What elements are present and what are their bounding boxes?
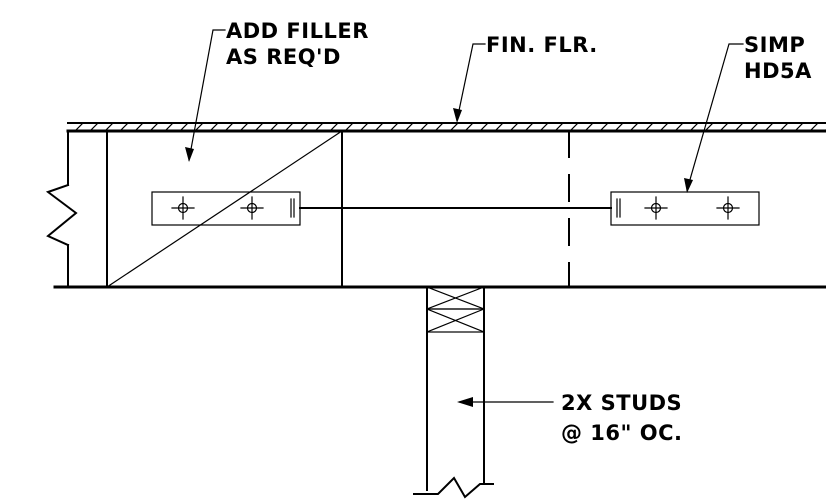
bolt-icon (171, 196, 195, 220)
hatch-stroke (494, 123, 504, 131)
hatch-stroke (584, 123, 594, 131)
hatch-stroke (74, 123, 84, 131)
hatch-stroke (284, 123, 294, 131)
hatch-stroke (569, 123, 579, 131)
hatch-stroke (629, 123, 639, 131)
bolt-icon (644, 196, 668, 220)
bolt-icon (240, 196, 264, 220)
hatch-stroke (734, 123, 744, 131)
hatch-stroke (314, 123, 324, 131)
hatch-stroke (149, 123, 159, 131)
bolt-icon (716, 196, 740, 220)
hatch-stroke (209, 123, 219, 131)
hatch-stroke (524, 123, 534, 131)
hatch-stroke (659, 123, 669, 131)
hatch-stroke (764, 123, 774, 131)
hatch-stroke (134, 123, 144, 131)
leader-lines (185, 29, 744, 407)
hatch-stroke (614, 123, 624, 131)
floor-hatch (68, 123, 826, 131)
hatch-stroke (179, 123, 189, 131)
note-strap-line2: HD5A (744, 59, 812, 83)
hatch-stroke (344, 123, 354, 131)
hatch-stroke (194, 123, 204, 131)
hatch-stroke (554, 123, 564, 131)
hatch-stroke (644, 123, 654, 131)
break-line-bottom (413, 476, 494, 499)
hatch-stroke (254, 123, 264, 131)
hatch-stroke (749, 123, 759, 131)
hatch-stroke (164, 123, 174, 131)
note-finished-floor: FIN. FLR. (486, 33, 598, 57)
hatch-stroke (464, 123, 474, 131)
hatch-stroke (794, 123, 804, 131)
hatch-stroke (359, 123, 369, 131)
hatch-stroke (299, 123, 309, 131)
hatch-stroke (224, 123, 234, 131)
hatch-stroke (539, 123, 549, 131)
hatch-stroke (704, 123, 714, 131)
note-studs-line1: 2X STUDS (561, 391, 682, 415)
note-filler-line1: ADD FILLER (226, 19, 369, 43)
hatch-stroke (269, 123, 279, 131)
hatch-stroke (689, 123, 699, 131)
hold-down-plate-left (151, 191, 301, 226)
finished-floor (66, 122, 826, 133)
note-filler-line2: AS REQ'D (226, 45, 341, 69)
note-strap-line1: SIMP (744, 33, 805, 57)
hold-down-plate-right (610, 191, 760, 226)
hatch-stroke (509, 123, 519, 131)
hatch-stroke (89, 123, 99, 131)
hatch-stroke (479, 123, 489, 131)
hatch-stroke (404, 123, 414, 131)
hatch-stroke (119, 123, 129, 131)
hatch-stroke (719, 123, 729, 131)
hatch-stroke (329, 123, 339, 131)
hatch-stroke (449, 123, 459, 131)
hatch-stroke (104, 123, 114, 131)
hatch-stroke (389, 123, 399, 131)
hatch-stroke (779, 123, 789, 131)
hatch-stroke (374, 123, 384, 131)
note-studs-line2: @ 16" OC. (561, 421, 683, 445)
hatch-stroke (419, 123, 429, 131)
hatch-stroke (674, 123, 684, 131)
hatch-stroke (599, 123, 609, 131)
hatch-stroke (809, 123, 819, 131)
hatch-stroke (239, 123, 249, 131)
break-line-left (45, 183, 78, 247)
hatch-stroke (434, 123, 444, 131)
stud-wall (413, 286, 494, 499)
